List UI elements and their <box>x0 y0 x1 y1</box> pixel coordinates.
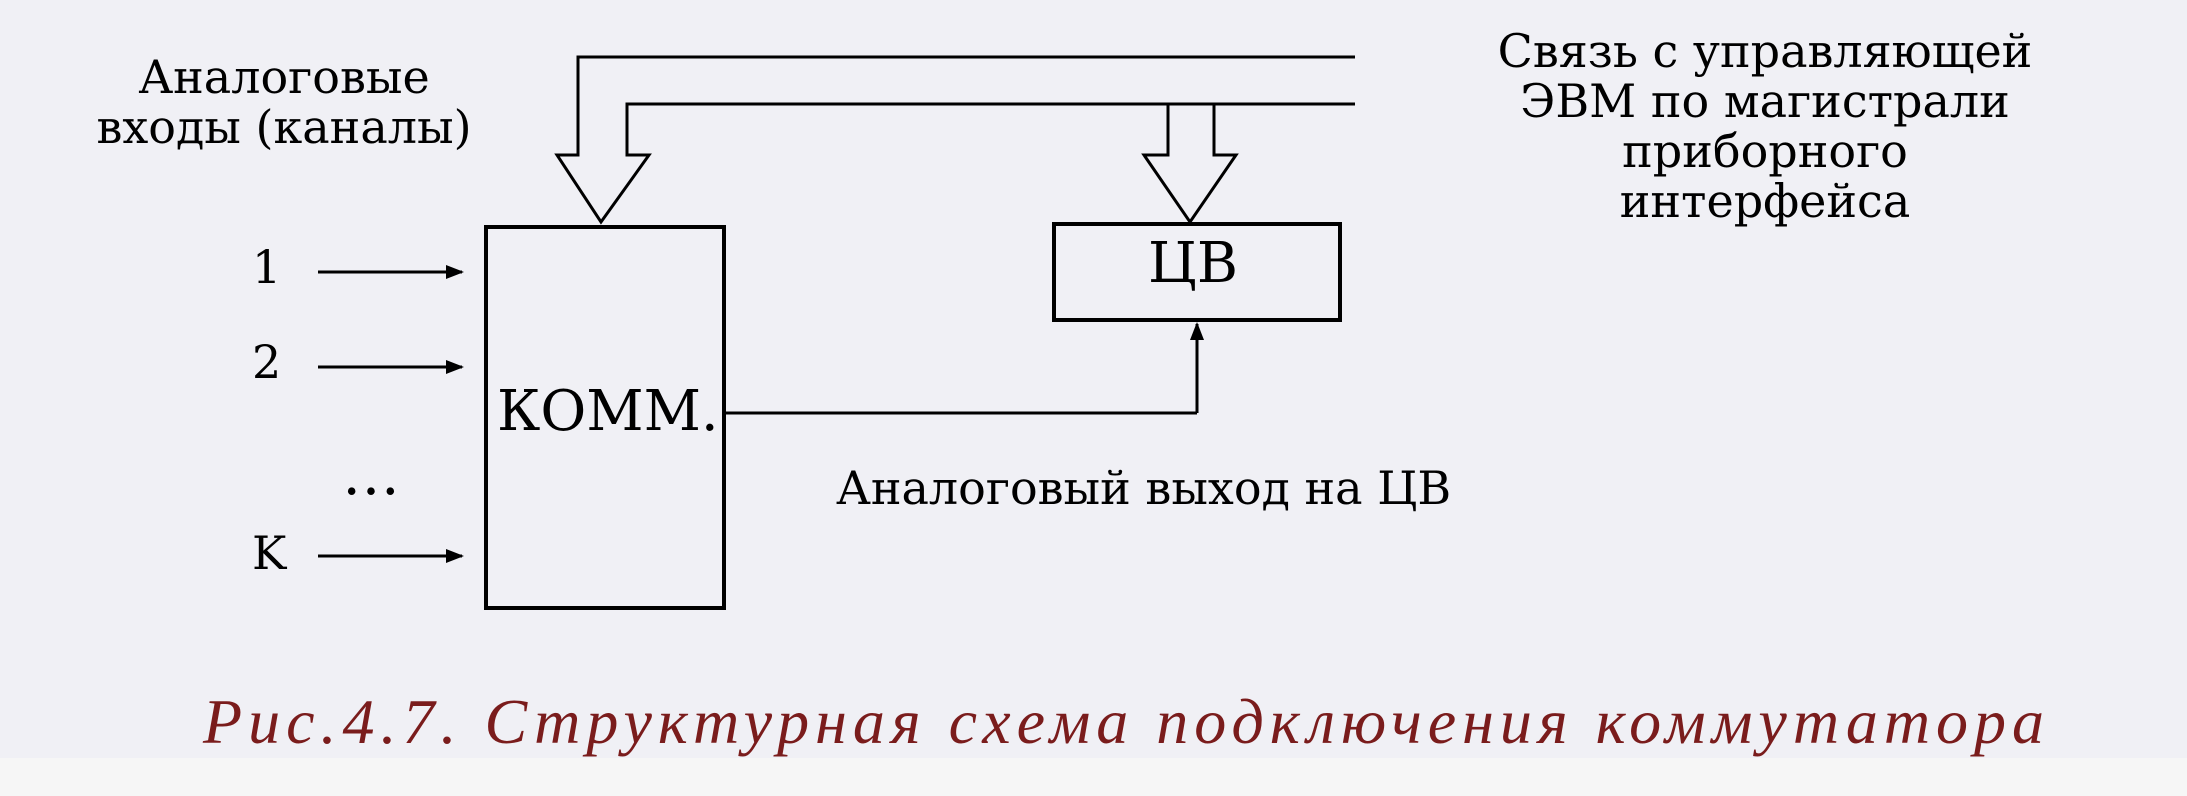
interface-link-line-2: ЭВМ по магистрали <box>1520 74 2010 128</box>
input-2-label: 2 <box>252 335 282 389</box>
multiplexer-label: КОММ. <box>497 379 719 444</box>
interface-link-label: Связь с управляющей ЭВМ по магистрали пр… <box>1470 26 2060 226</box>
analog-inputs-line-1: Аналоговые <box>138 50 430 104</box>
diagram-canvas <box>0 0 2187 758</box>
figure-caption: Рис.4.7. Структурная схема подключения к… <box>203 686 2051 757</box>
voltmeter-box <box>1052 222 1342 322</box>
analog-inputs-line-2: входы (каналы) <box>96 100 472 154</box>
input-k-label: K <box>252 526 287 580</box>
voltmeter-bus-arrow <box>1141 102 1355 225</box>
interface-link-line-1: Связь с управляющей <box>1497 24 2033 78</box>
analog-output-label: Аналоговый выход на ЦВ <box>836 461 1452 515</box>
voltmeter-label: ЦВ <box>1148 231 1238 296</box>
multiplexer-bus-arrow <box>554 55 1355 225</box>
interface-link-line-3: приборного интерфейса <box>1619 124 1911 228</box>
bottom-band <box>0 758 2187 796</box>
input-1-label: 1 <box>252 240 282 294</box>
analog-inputs-label: Аналоговые входы (каналы) <box>94 52 474 152</box>
multiplexer-box <box>484 225 726 610</box>
input-ellipsis: … <box>342 440 400 508</box>
